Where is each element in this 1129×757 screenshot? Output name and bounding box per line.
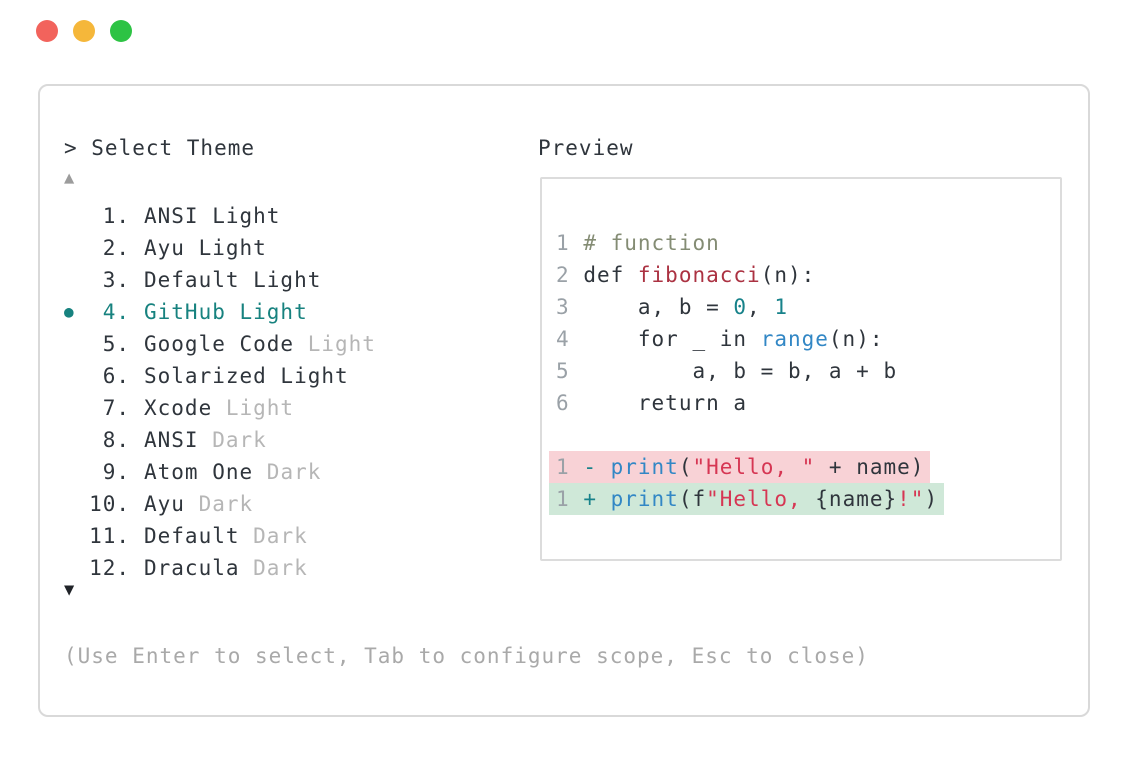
scroll-up-icon[interactable]: ▲ <box>64 168 75 188</box>
theme-option[interactable]: 3. Default Light <box>64 264 504 296</box>
theme-name: Default Dark <box>144 524 308 548</box>
code-line: 4 for _ in range(n): <box>556 327 884 351</box>
line-number: 4 <box>556 327 570 351</box>
theme-name: Ayu Light <box>144 236 267 260</box>
theme-number: 11. <box>89 524 130 548</box>
theme-number: 4. <box>102 300 130 324</box>
theme-number: 5. <box>102 332 130 356</box>
scroll-down-icon[interactable]: ▼ <box>64 580 75 600</box>
theme-name: Dracula Dark <box>144 556 308 580</box>
footer-hint: (Use Enter to select, Tab to configure s… <box>64 644 869 668</box>
diff-line-removed: 1 - print("Hello, " + name) <box>549 451 1060 483</box>
theme-name: Solarized Light <box>144 364 349 388</box>
theme-option[interactable]: 6. Solarized Light <box>64 360 504 392</box>
line-number: 2 <box>556 263 570 287</box>
theme-name: Google Code Light <box>144 332 376 356</box>
line-number: 1 <box>556 487 570 511</box>
theme-option[interactable]: 5. Google Code Light <box>64 328 504 360</box>
theme-name: GitHub Light <box>144 300 308 324</box>
theme-name: Xcode Light <box>144 396 295 420</box>
line-number: 3 <box>556 295 570 319</box>
theme-number: 2. <box>102 236 130 260</box>
theme-name: ANSI Dark <box>144 428 267 452</box>
line-number: 6 <box>556 391 570 415</box>
minimize-button[interactable] <box>73 20 95 42</box>
zoom-button[interactable] <box>110 20 132 42</box>
theme-option[interactable]: 11. Default Dark <box>64 520 504 552</box>
theme-option[interactable]: 7. Xcode Light <box>64 392 504 424</box>
code-line: 6 return a <box>556 391 748 415</box>
diff-line-added: 1 + print(f"Hello, {name}!") <box>549 483 1060 515</box>
theme-number: 7. <box>102 396 130 420</box>
theme-name: Ayu Dark <box>144 492 254 516</box>
theme-list: 1. ANSI Light 2. Ayu Light 3. Default Light ● 4… <box>64 200 504 584</box>
theme-number: 10. <box>89 492 130 516</box>
line-number: 5 <box>556 359 570 383</box>
line-number: 1 <box>556 455 570 479</box>
theme-option[interactable]: 8. ANSI Dark <box>64 424 504 456</box>
traffic-lights <box>36 20 132 42</box>
preview-label: Preview <box>538 136 634 160</box>
theme-option[interactable]: 2. Ayu Light <box>64 232 504 264</box>
theme-option[interactable]: 12. Dracula Dark <box>64 552 504 584</box>
selected-bullet-icon: ● <box>64 302 75 321</box>
code-line: 3 a, b = 0, 1 <box>556 295 788 319</box>
close-button[interactable] <box>36 20 58 42</box>
theme-selector-dialog: > Select Theme Preview ▲ 1. ANSI Light 2. A… <box>38 84 1090 717</box>
theme-number: 9. <box>102 460 130 484</box>
code-block: 1 # function 2 def fibonacci(n): 3 a, b = … <box>542 179 1060 515</box>
theme-number: 12. <box>89 556 130 580</box>
preview-pane: 1 # function 2 def fibonacci(n): 3 a, b = … <box>540 177 1062 561</box>
theme-number: 3. <box>102 268 130 292</box>
theme-number: 8. <box>102 428 130 452</box>
code-line: 5 a, b = b, a + b <box>556 359 898 383</box>
theme-option[interactable]: 10. Ayu Dark <box>64 488 504 520</box>
theme-number: 1. <box>102 204 130 228</box>
code-line <box>556 419 1060 451</box>
theme-number: 6. <box>102 364 130 388</box>
theme-name: Default Light <box>144 268 322 292</box>
line-number: 1 <box>556 231 570 255</box>
theme-option[interactable]: 1. ANSI Light <box>64 200 504 232</box>
dialog-title: > Select Theme <box>64 136 256 160</box>
theme-option[interactable]: 9. Atom One Dark <box>64 456 504 488</box>
theme-option[interactable]: ● 4. GitHub Light <box>64 296 504 328</box>
theme-name: ANSI Light <box>144 204 281 228</box>
code-line: 1 # function <box>556 231 720 255</box>
code-line: 2 def fibonacci(n): <box>556 263 816 287</box>
theme-name: Atom One Dark <box>144 460 322 484</box>
